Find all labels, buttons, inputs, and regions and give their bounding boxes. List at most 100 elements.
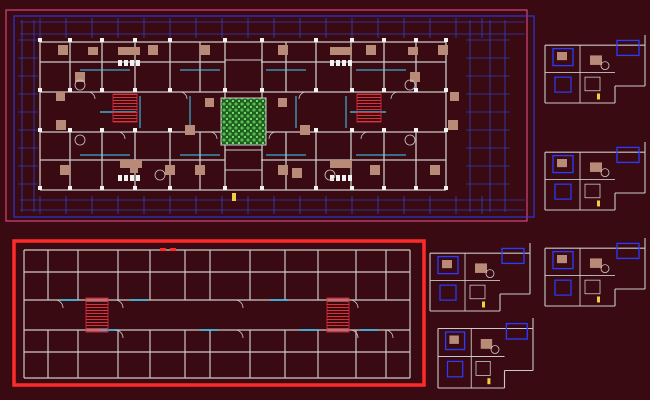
structural-column (444, 186, 448, 190)
structural-floor-plan[interactable] (12, 239, 478, 387)
furnished-room (616, 39, 640, 57)
furniture-block (557, 52, 567, 61)
kitchen-fixture (330, 60, 334, 66)
structural-column (382, 128, 386, 132)
structural-column (314, 38, 318, 42)
structural-column (260, 186, 264, 190)
structural-column (382, 88, 386, 92)
kitchen-fixture (130, 175, 134, 181)
structural-column (168, 38, 172, 42)
furnished-room (552, 250, 574, 270)
furnished-room (554, 279, 572, 296)
bathroom-fixture (584, 183, 601, 199)
furniture-block (118, 47, 140, 55)
structural-column (168, 88, 172, 92)
structural-column (38, 38, 42, 42)
structural-column (223, 88, 227, 92)
stair-left[interactable] (112, 93, 138, 123)
unit-detail-3[interactable] (429, 243, 531, 312)
structural-column (444, 88, 448, 92)
wall-layer (39, 41, 447, 191)
structural-column (68, 128, 72, 132)
door-swing (117, 131, 126, 140)
landscaped-courtyard[interactable] (220, 97, 267, 146)
round-table (324, 169, 336, 181)
round-table (600, 61, 610, 70)
unit-detail-1[interactable] (544, 35, 646, 104)
structural-column (314, 88, 318, 92)
door-swing (360, 131, 369, 140)
structural-column (133, 186, 137, 190)
structural-column (168, 186, 172, 190)
typical-floor-furnished-plan[interactable] (5, 9, 535, 222)
door-swing (209, 131, 218, 140)
stair-right[interactable] (326, 297, 350, 333)
door-swing (349, 299, 359, 309)
furniture-block (88, 47, 98, 55)
structural-column (100, 38, 104, 42)
furniture-block (300, 125, 310, 135)
structural-column (444, 128, 448, 132)
stair-left[interactable] (85, 297, 109, 333)
round-table (485, 269, 495, 279)
structural-column (68, 38, 72, 42)
entrance-marker (597, 93, 600, 100)
stair-right[interactable] (356, 93, 382, 123)
unit-detail-plans[interactable] (429, 35, 646, 389)
furnished-room (554, 183, 572, 200)
furniture-block (408, 47, 418, 55)
entrance-marker (482, 301, 485, 308)
structural-column (414, 186, 418, 190)
selection-highlight (12, 239, 426, 387)
door-swing (114, 329, 124, 339)
kitchen-fixture (342, 60, 346, 66)
entrance-marker (487, 378, 491, 385)
structural-column (133, 128, 137, 132)
furnished-room (446, 360, 464, 378)
furniture-block (56, 120, 66, 130)
round-table (490, 345, 500, 354)
unit-detail-5[interactable] (437, 318, 534, 389)
round-table (404, 134, 416, 146)
structural-column (414, 38, 418, 42)
round-table (74, 79, 86, 91)
furniture-block (442, 260, 452, 269)
structural-column (350, 128, 354, 132)
structural-column (260, 88, 264, 92)
furniture-block (370, 165, 380, 175)
kitchen-fixture (348, 60, 352, 66)
round-table (74, 134, 86, 146)
plan-extent-frame (13, 15, 535, 218)
door-swing (349, 329, 359, 339)
furniture-block (475, 263, 487, 273)
door-swing (298, 91, 307, 100)
entrance-marker (597, 296, 600, 303)
furniture-block (450, 92, 459, 101)
furnished-room (439, 284, 457, 301)
door-swing (390, 91, 399, 100)
kitchen-fixture (330, 175, 334, 181)
structural-column (444, 38, 448, 42)
furniture-block (590, 162, 602, 172)
kitchen-fixture (342, 175, 346, 181)
furniture-block (330, 160, 352, 168)
door-swing (114, 299, 124, 309)
furniture-block (366, 45, 376, 55)
kitchen-fixture (348, 175, 352, 181)
furniture-block (438, 45, 448, 55)
structural-column (68, 186, 72, 190)
marker (170, 248, 176, 251)
kitchen-fixture (118, 175, 122, 181)
structural-column (414, 88, 418, 92)
furniture-block (58, 45, 68, 55)
kitchen-fixture (136, 60, 140, 66)
unit-detail-2[interactable] (544, 142, 646, 211)
unit-detail-4[interactable] (544, 238, 646, 307)
door-swing (268, 131, 277, 140)
furnished-room (552, 154, 574, 174)
structural-column (168, 128, 172, 132)
round-table (600, 264, 610, 274)
structural-column (100, 186, 104, 190)
structural-column (314, 128, 318, 132)
